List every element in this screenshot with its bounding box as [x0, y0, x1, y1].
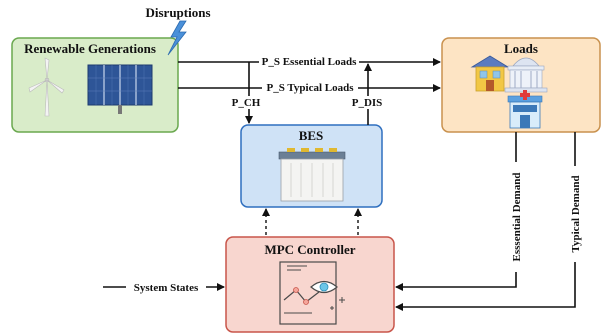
charge-label: P_CH: [232, 97, 261, 109]
disruptions-label: Disruptions: [145, 5, 210, 20]
house-icon: [470, 55, 510, 92]
bes-box-title: BES: [299, 128, 324, 143]
loads-box: Loads: [441, 37, 601, 133]
loads-box-title: Loads: [504, 41, 538, 56]
system-states-label: System States: [134, 282, 199, 294]
battery-icon: [278, 148, 346, 202]
mpc-box-shape: [225, 236, 395, 333]
essential-demand-flow: [395, 132, 517, 291]
renewable-generation-box: Renewable Generations: [11, 37, 179, 133]
mpc-box-title: MPC Controller: [264, 242, 355, 257]
wind-turbine-icon: [28, 57, 65, 117]
mpc-controller-box: MPC Controller: [225, 236, 395, 333]
bes-box: BES: [240, 124, 383, 208]
renewable-box-title: Renewable Generations: [24, 41, 156, 56]
discharge-label: P_DIS: [352, 97, 383, 109]
hospital-icon: [507, 90, 543, 129]
typical-loads-label: P_S Typical Loads: [266, 82, 354, 94]
solar-panel-icon: [87, 64, 153, 114]
typical-demand-label: Typical Demand: [570, 175, 582, 252]
analytics-eye-icon: [279, 261, 345, 325]
essential-loads-label: P_S Essential Loads: [262, 56, 357, 68]
lightning-icon: [167, 20, 187, 56]
essential-demand-label: Esssential Demand: [511, 173, 523, 262]
typical-demand-flow: [395, 132, 576, 311]
